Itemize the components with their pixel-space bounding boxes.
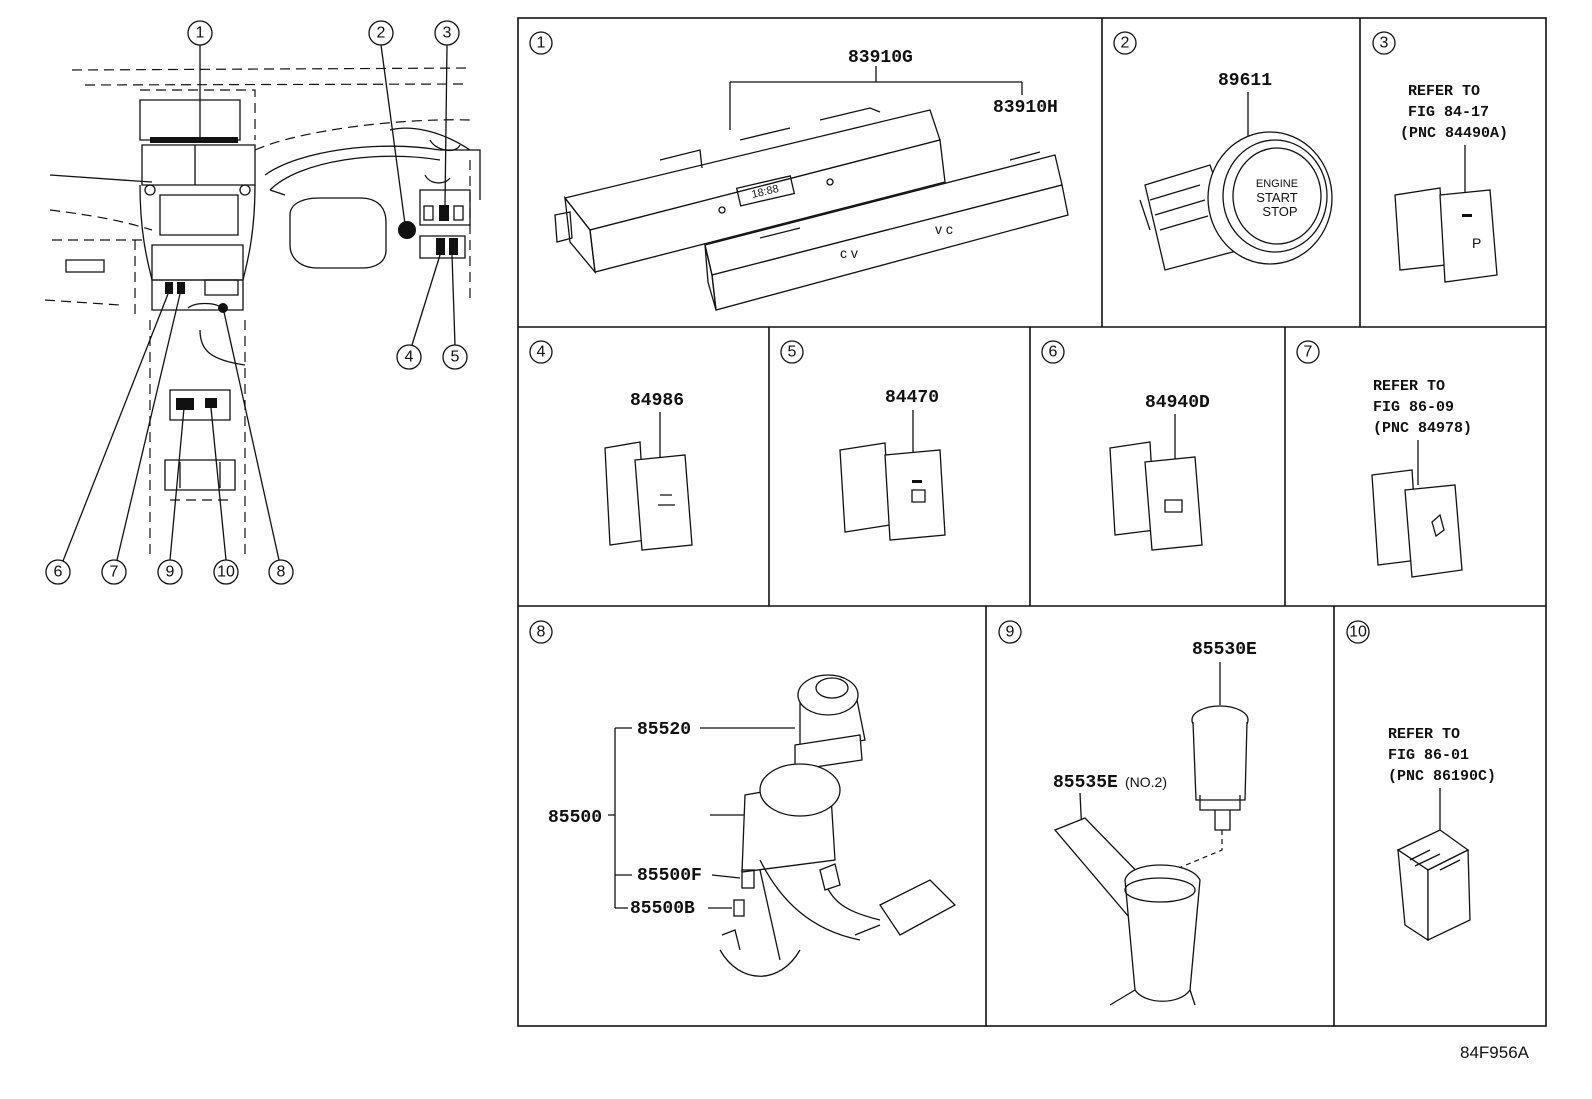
svg-text:REFER TO: REFER TO (1408, 83, 1480, 100)
svg-text:REFER TO: REFER TO (1373, 378, 1445, 395)
svg-text:4: 4 (537, 344, 546, 361)
callout-1: 1 (187, 20, 213, 137)
switch-86190C (1396, 829, 1471, 942)
panel-10: 10 REFER TO FIG 86-01 (PNC 86190C) (1346, 620, 1496, 942)
panel-6: 6 84940D (1041, 340, 1210, 551)
svg-text:FIG 86-09: FIG 86-09 (1373, 399, 1454, 416)
callout-5: 5 (442, 254, 468, 370)
svg-text:REFER TO: REFER TO (1388, 726, 1460, 743)
svg-text:2: 2 (377, 25, 386, 42)
svg-text:10: 10 (217, 564, 235, 581)
callout-2: 2 (368, 20, 406, 225)
svg-text:7: 7 (110, 564, 119, 581)
svg-text:1: 1 (196, 25, 205, 42)
svg-text:6: 6 (1049, 344, 1058, 361)
switch-84940D (1109, 441, 1203, 551)
svg-text:3: 3 (1380, 35, 1389, 52)
svg-text:7: 7 (1304, 344, 1313, 361)
part-84940D: 84940D (1145, 393, 1210, 413)
svg-text:8: 8 (537, 624, 546, 641)
figure-id: 84F956A (1460, 1043, 1530, 1062)
cigarette-lighter (719, 674, 957, 977)
svg-text:v c: v c (935, 221, 953, 237)
callout-8: 8 (223, 311, 294, 585)
part-83910G: 83910G (848, 48, 913, 68)
svg-text:(PNC 84978): (PNC 84978) (1373, 420, 1472, 437)
panel-1: 1 83910G 83910H 18:88 c v v c (529, 31, 1069, 311)
part-89611: 89611 (1218, 71, 1272, 91)
callout-10: 10 (210, 407, 239, 585)
svg-text:9: 9 (166, 564, 175, 581)
panel-4: 4 84986 (529, 340, 693, 551)
engine-start-stop-button: ENGINE START STOP (1139, 131, 1333, 271)
dashboard-overview: 1 2 3 4 5 6 7 (44, 20, 481, 585)
part-83910H: 83910H (993, 98, 1058, 118)
svg-text:FIG 86-01: FIG 86-01 (1388, 747, 1469, 764)
panel-7: 7 REFER TO FIG 86-09 (PNC 84978) (1296, 340, 1472, 578)
svg-text:ENGINE: ENGINE (1256, 178, 1298, 190)
ac-control-panel-b: c v v c (704, 151, 1069, 311)
part-85500: 85500 (548, 808, 602, 828)
part-85530E: 85530E (1192, 640, 1257, 660)
part-84986: 84986 (630, 391, 684, 411)
svg-text:P: P (1472, 235, 1481, 251)
svg-text:6: 6 (54, 564, 63, 581)
callout-9: 9 (157, 407, 185, 585)
svg-text:c v: c v (840, 245, 858, 261)
part-84470: 84470 (885, 388, 939, 408)
callout-6: 6 (45, 293, 169, 585)
panel-3: 3 REFER TO FIG 84-17 (PNC 84490A) P (1372, 31, 1508, 283)
switch-84978 (1371, 469, 1463, 578)
svg-text:5: 5 (788, 344, 797, 361)
svg-text:(NO.2): (NO.2) (1125, 774, 1167, 790)
svg-text:START: START (1256, 190, 1297, 205)
svg-text:(PNC 84490A): (PNC 84490A) (1400, 125, 1508, 142)
switch-84986 (604, 441, 693, 551)
callout-4: 4 (396, 254, 441, 370)
part-85500B: 85500B (630, 899, 695, 919)
callout-7: 7 (101, 293, 181, 585)
switch-84470 (839, 442, 946, 541)
svg-text:FIG 84-17: FIG 84-17 (1408, 104, 1489, 121)
ac-control-panel-a: 18:88 (554, 107, 946, 275)
callout-3: 3 (434, 20, 460, 206)
svg-text:9: 9 (1006, 624, 1015, 641)
panel-2: 2 89611 ENGINE START STOP (1113, 31, 1333, 271)
power-outlet (1053, 705, 1249, 1006)
svg-text:10: 10 (1349, 624, 1367, 641)
svg-text:1: 1 (537, 35, 546, 52)
part-85535E: 85535E (1053, 773, 1118, 793)
svg-text:STOP: STOP (1262, 204, 1297, 219)
part-85520: 85520 (637, 720, 691, 740)
panel-grid (517, 17, 1547, 1027)
panel-8: 8 85520 85500 85500F 85500B (529, 620, 957, 977)
svg-text:4: 4 (405, 349, 414, 366)
part-85500F: 85500F (637, 866, 702, 886)
panel-9: 9 85530E 85535E (NO.2) (998, 620, 1257, 1006)
svg-text:(PNC 86190C): (PNC 86190C) (1388, 768, 1496, 785)
panel-5: 5 84470 (780, 340, 946, 541)
parking-sensor-switch: P (1394, 187, 1498, 283)
svg-text:3: 3 (443, 25, 452, 42)
svg-text:8: 8 (277, 564, 286, 581)
svg-text:5: 5 (451, 349, 460, 366)
svg-text:2: 2 (1121, 35, 1130, 52)
